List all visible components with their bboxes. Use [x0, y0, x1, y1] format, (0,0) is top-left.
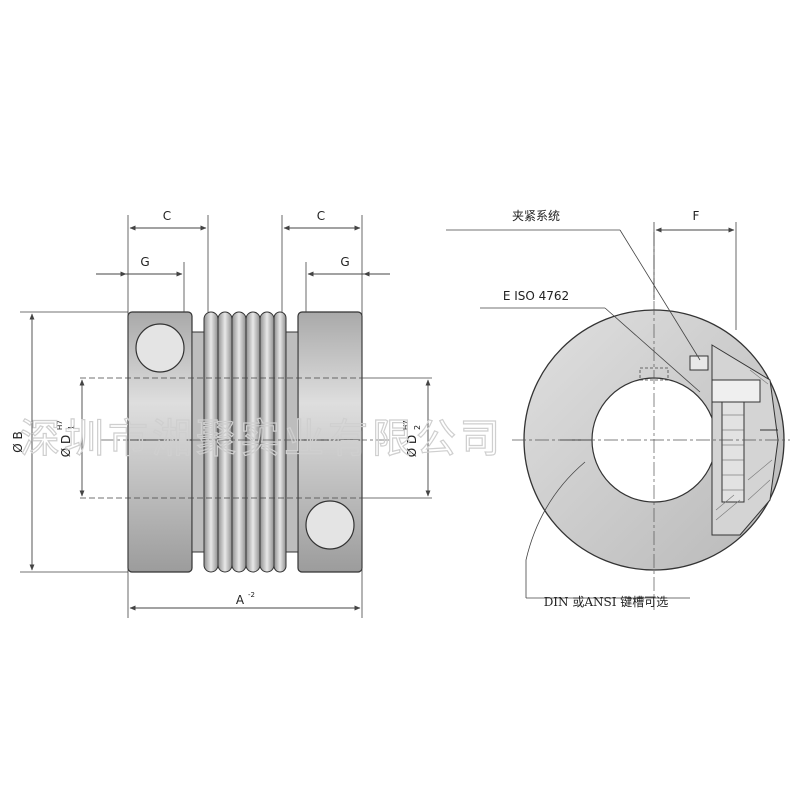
bellows [203, 311, 287, 573]
label-d2-sup: H7 [402, 420, 410, 430]
label-a-sup: -2 [248, 591, 255, 599]
label-d1: Ø D [59, 435, 73, 458]
label-b: Ø B [11, 431, 25, 453]
label-keyway: DIN 或ANSI 键槽可选 [544, 595, 669, 609]
label-c-right: C [317, 209, 325, 223]
label-clamp-system: 夹紧系统 [512, 209, 560, 223]
watermark-text: 深圳市湘聚实业有限公司 [20, 416, 504, 462]
label-d1-sub: 1 [67, 425, 76, 430]
label-d2-group: Ø D 2 H7 [402, 420, 422, 457]
label-iso: E ISO 4762 [503, 289, 569, 303]
label-a: A [236, 593, 245, 607]
end-view: F 夹紧系统 E ISO 4762 DIN 或ANSI 键槽可选 [446, 209, 790, 610]
label-f: F [693, 209, 700, 223]
side-view: C C G G Ø B Ø D 1 H7 Ø D 2 H7 A -2 [11, 209, 432, 618]
right-screw-hole [305, 500, 355, 550]
label-d1-group: Ø D 1 H7 [56, 420, 76, 457]
left-screw-hole [135, 323, 185, 373]
label-d1-sup: H7 [56, 420, 64, 430]
label-d2-sub: 2 [413, 425, 422, 430]
label-g-right: G [340, 255, 349, 269]
label-c-left: C [163, 209, 171, 223]
label-g-left: G [140, 255, 149, 269]
label-d2: Ø D [405, 435, 419, 458]
